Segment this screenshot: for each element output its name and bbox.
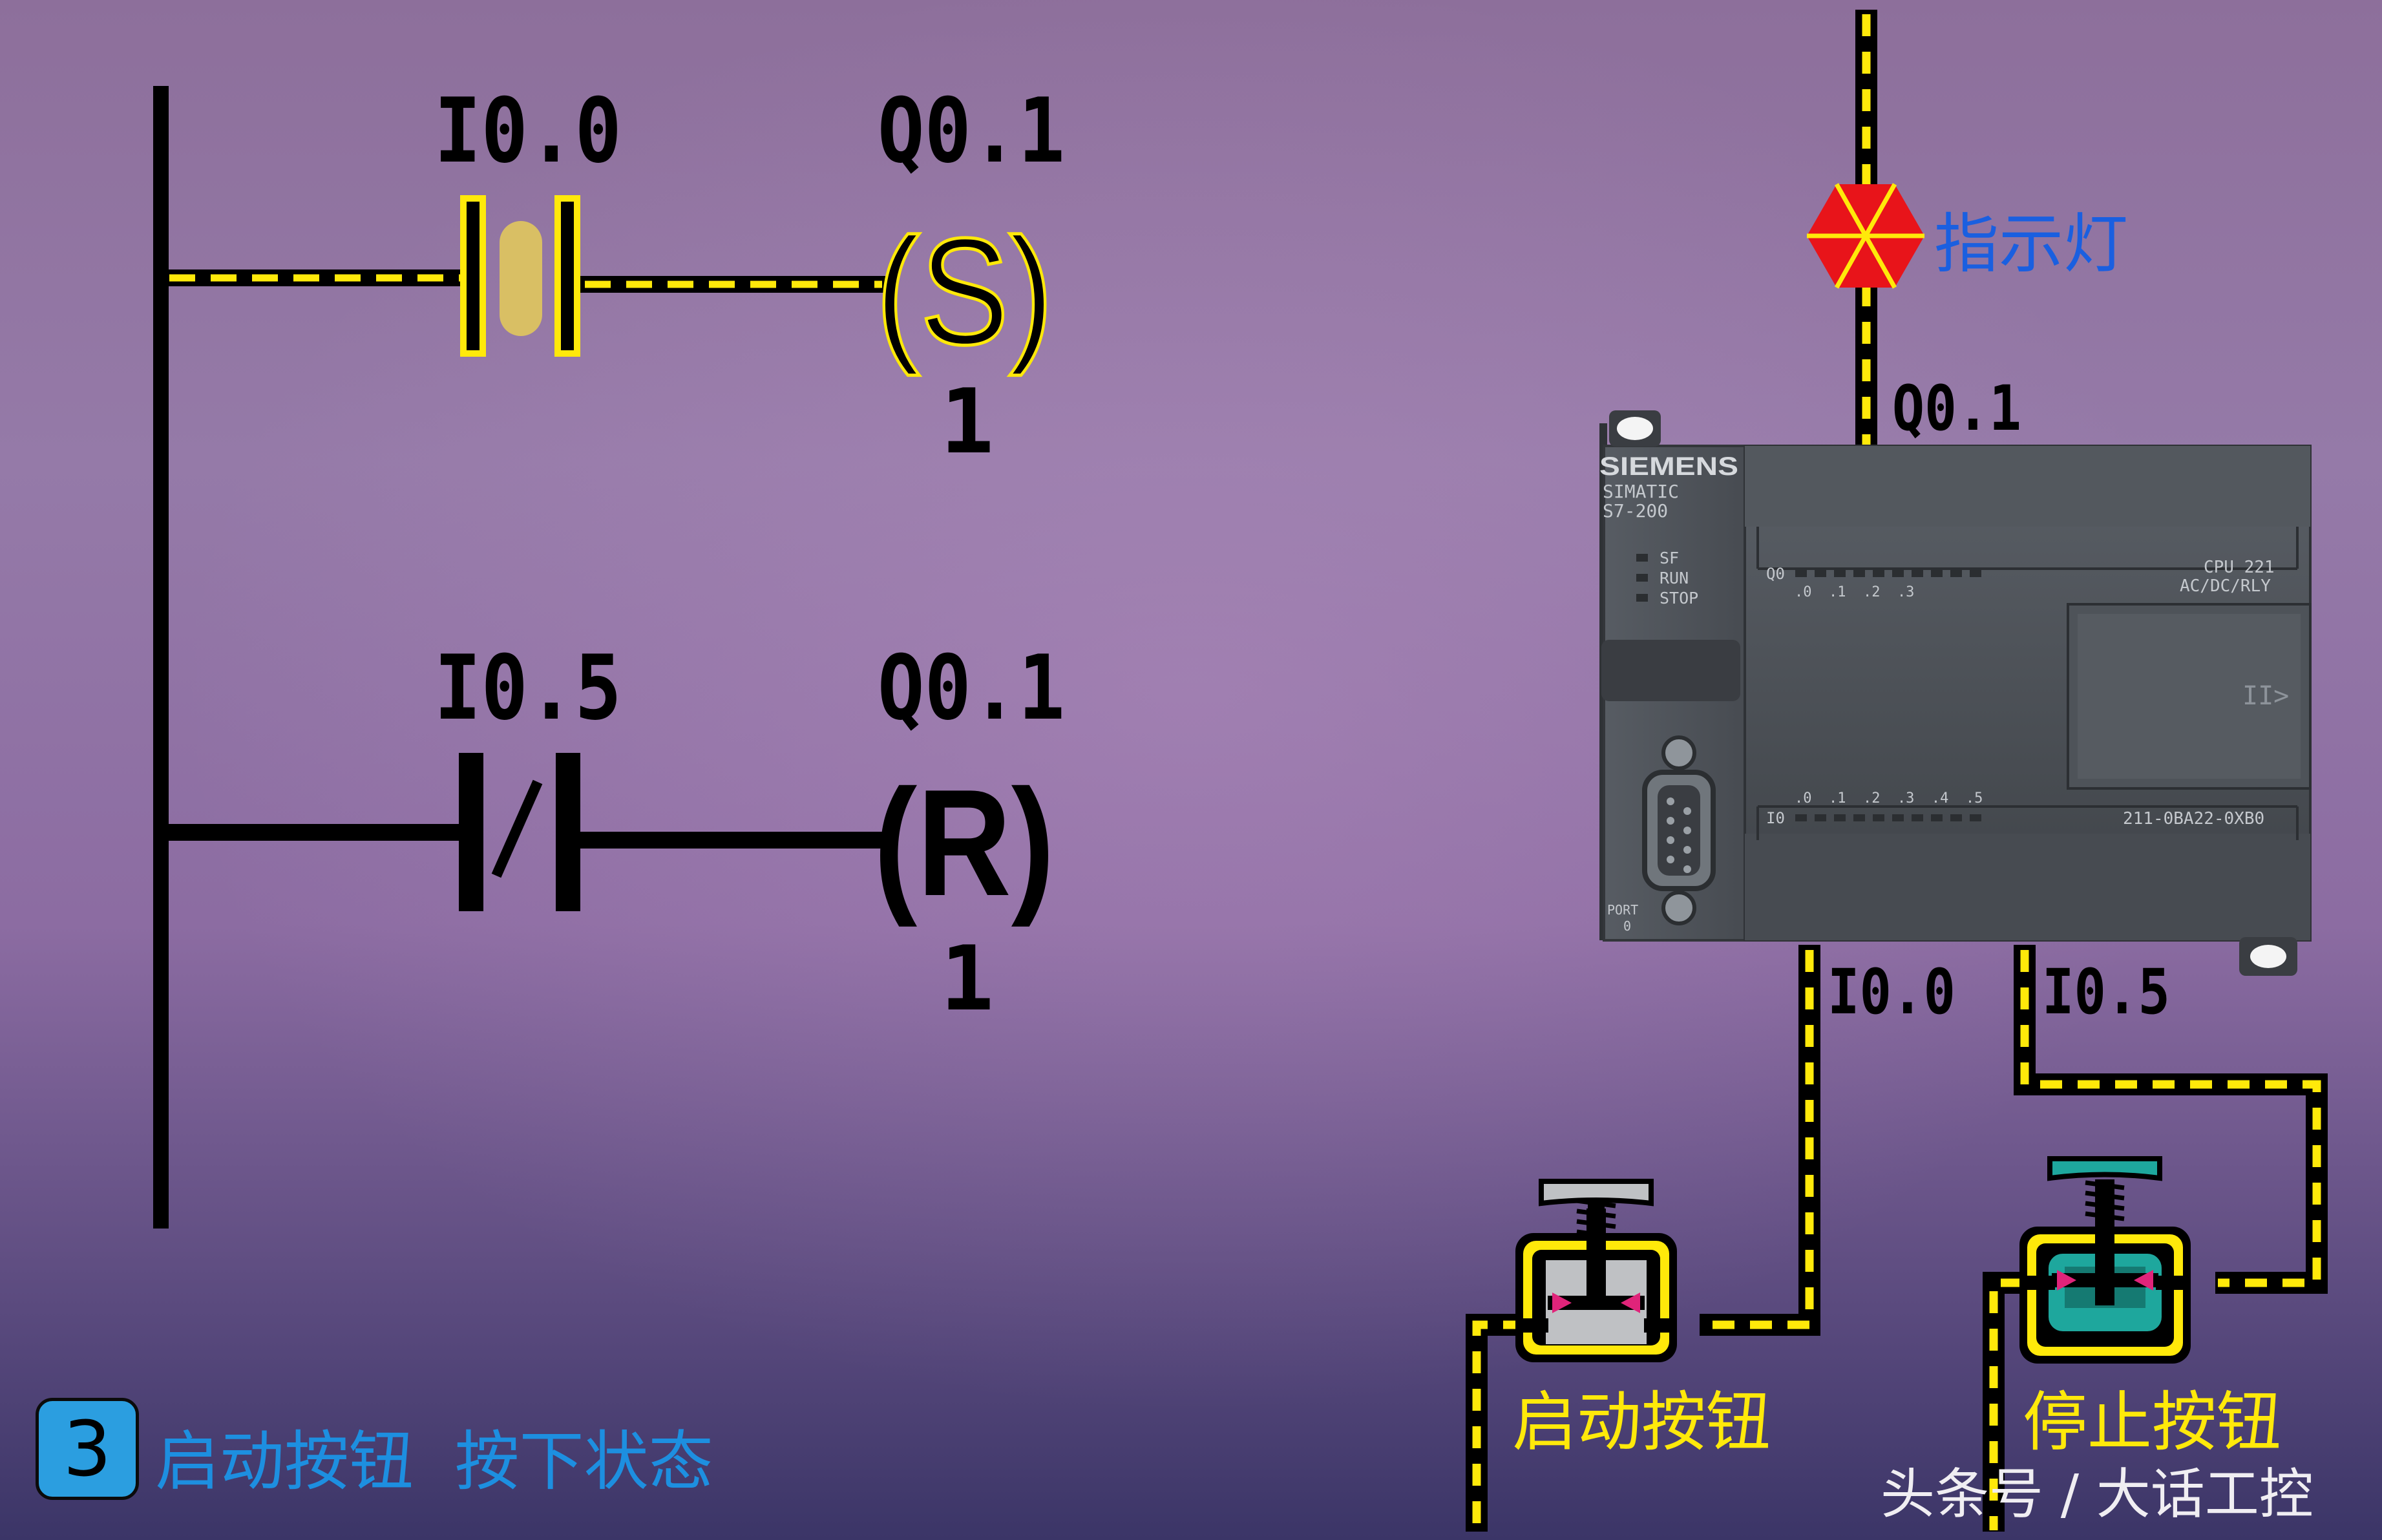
ladder-diagram: I0.0 Q0.1 (S) 1 I0.5 Q0.1 (R) 1 [153,79,1065,1229]
plc-status-sf: SF [1660,549,1679,567]
plc-line2: S7-200 [1603,500,1668,522]
start-button-icon [1515,1179,1677,1362]
left-power-rail [153,86,169,1229]
input-label-i0-0: I0.0 [1828,956,1955,1028]
plc-status-stop: STOP [1660,589,1698,607]
rung-2-coil-count: 1 [940,927,994,1031]
plc-status-run: RUN [1660,569,1689,587]
contact-i0-0 [460,195,580,357]
rung-1-coil-count: 1 [940,370,994,474]
output-circuit: 指示灯 Q0.1 [1807,10,2128,449]
plc-port-number: 0 [1623,918,1631,934]
plc-q-group: Q0 [1766,565,1785,583]
plc-input-leds [1795,814,1981,821]
start-button-label: 启动按钮 [1512,1384,1771,1460]
rung-1: I0.0 Q0.1 (S) 1 [165,79,1065,474]
plc-model: CPU 221 [2204,558,2275,577]
step-caption: 启动按钮 按下状态 [155,1424,713,1499]
watermark: 头条号 / 大话工控 [1881,1462,2313,1526]
plc-q-bits: .0 .1 .2 .3 [1795,584,1914,600]
plc-module: II> SIEMENS SIMATIC S7-200 SF RUN STOP P… [1599,410,2312,976]
rung-2-contact-label: I0.5 [434,636,622,740]
rung-1-coil-label: Q0.1 [878,79,1065,183]
rung-2: I0.5 Q0.1 (R) 1 [165,636,1065,1031]
plc-port-label: PORT [1607,902,1638,918]
plc-latch [1601,640,1740,701]
stop-button-icon [2019,1156,2191,1364]
plc-i-bits: .0 .1 .2 .3 .4 .5 [1795,790,1983,807]
reset-coil: (R) [874,757,1055,927]
contact-i0-5 [459,753,580,911]
rung-1-contact-label: I0.0 [434,79,622,183]
set-coil: (S) [876,206,1053,376]
step-number-badge: 3 [36,1398,139,1500]
indicator-lamp-icon [1807,183,1924,289]
rung-2-coil-label: Q0.1 [878,636,1065,740]
plc-power: AC/DC/RLY [2180,576,2271,596]
stop-button-label: 停止按钮 [2023,1384,2281,1460]
lamp-output-label: Q0.1 [1892,372,2021,445]
plc-order-number: 211-0BA22-0XB0 [2123,809,2264,828]
plc-brand: SIEMENS [1599,452,1738,481]
plc-output-leds [1795,570,1981,577]
input-label-i0-5: I0.5 [2042,956,2170,1028]
plc-door-mark: II> [2242,681,2289,711]
contact-closed-indicator [500,221,542,336]
lamp-label: 指示灯 [1934,206,2128,282]
plc-i-group: I0 [1766,809,1785,827]
input-wiring: I0.0 I0.5 [1466,945,2328,1532]
plc-port-0 [1642,735,1716,925]
plc-line1: SIMATIC [1603,481,1679,502]
